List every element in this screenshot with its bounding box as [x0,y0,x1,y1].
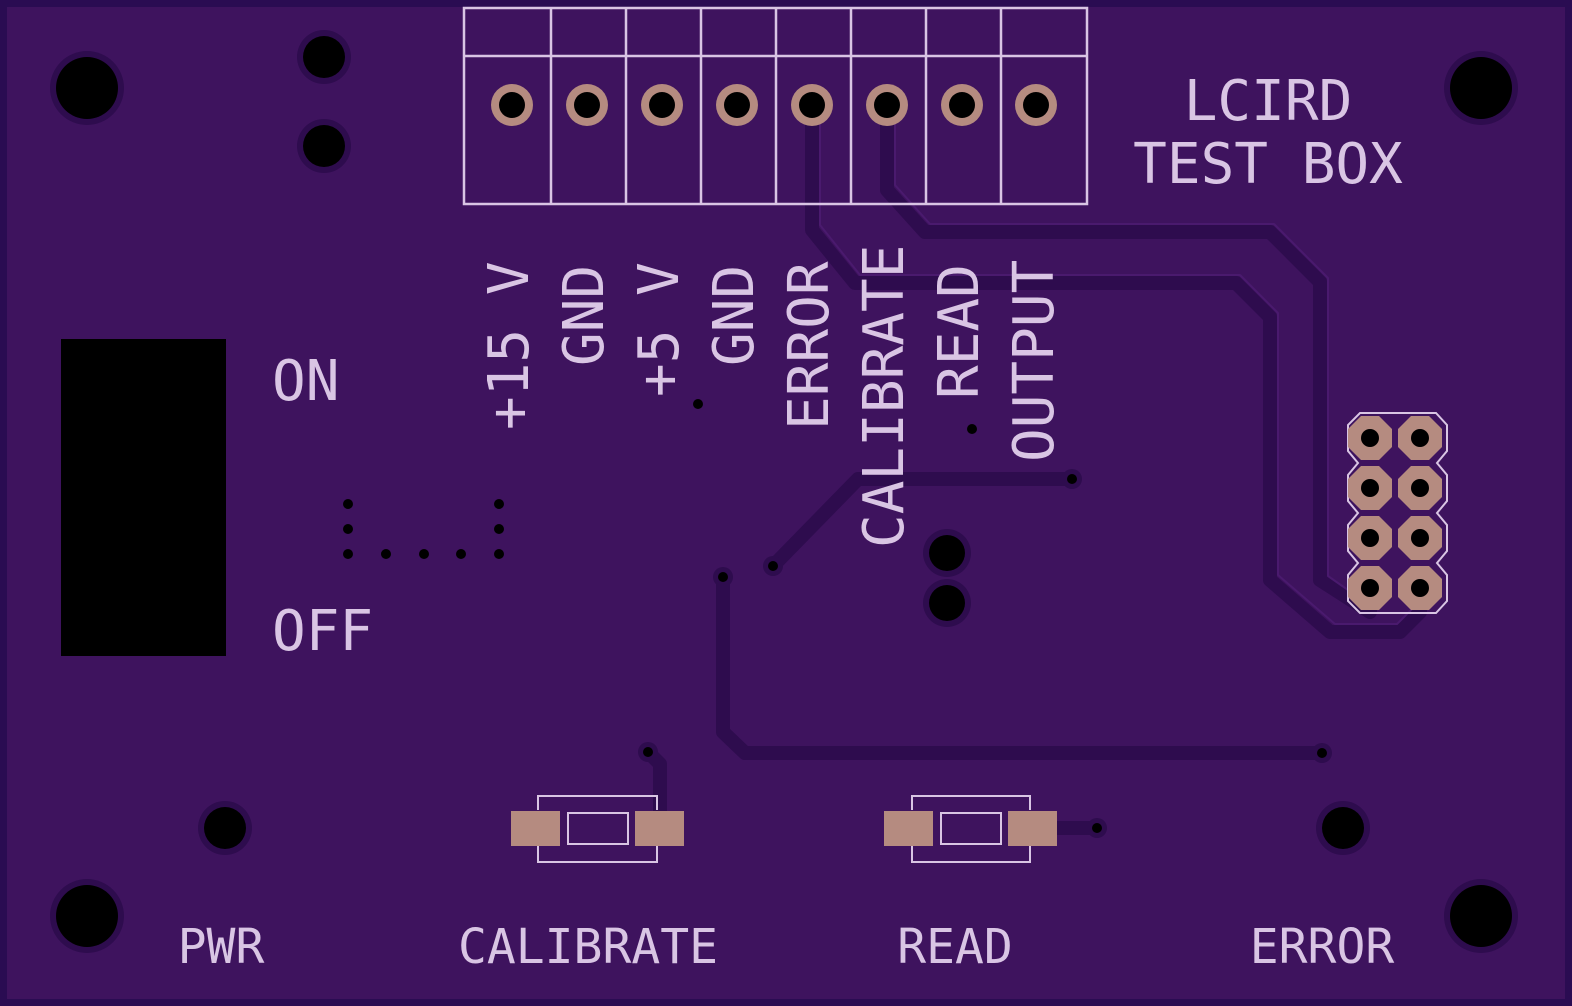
drill-hole [303,125,345,167]
switch-pin [343,524,353,534]
header-pad-hole [1361,579,1379,597]
terminal-pad-hole [1023,92,1049,118]
mounting-hole [56,57,118,119]
switch-pin [494,499,504,509]
trace-error-edge [819,105,1413,625]
terminal-label-gnd-2: GND [702,265,767,366]
terminal-label-error: ERROR [777,261,842,430]
led-read-pad-right [1008,811,1057,846]
via [1067,474,1077,484]
mounting-holes [50,51,1518,953]
mounting-hole [1450,57,1512,119]
pin-header [1347,412,1448,614]
led-read-footprint [884,795,1057,863]
power-switch[interactable] [61,339,226,656]
via [768,561,778,571]
terminal-pad-hole [949,92,975,118]
led-read-pad-left [884,811,933,846]
header-pad-hole [1361,529,1379,547]
switch-pin [343,549,353,559]
header-pad-hole [1411,479,1429,497]
header-pad-hole [1361,479,1379,497]
trace-read-led [716,570,1329,760]
terminal-label-15v: +15 V [477,261,542,430]
via [643,747,653,757]
switch-off-label: OFF [272,599,373,664]
switch-pin [494,549,504,559]
led-read-silk [911,795,1031,863]
switch-pins [343,499,504,559]
trace-error [805,98,1427,639]
trace-calibrate-edge [894,105,1369,605]
terminal-label-5v: +5 V [627,262,692,397]
switch-pin [343,499,353,509]
drill-hole [303,36,345,78]
header-pad-hole [1411,429,1429,447]
board-title-line1: LCIRD [1184,69,1353,134]
led-calibrate-footprint [511,795,684,863]
drill-hole [204,807,246,849]
switch-on-label: ON [272,349,339,414]
via [1092,823,1102,833]
header-pad-hole [1361,429,1379,447]
drill-hole [929,535,965,571]
via [718,572,728,582]
trace-edge-layer [819,105,1413,625]
terminal-pads [491,84,1057,126]
bottom-label-calibrate: CALIBRATE [458,919,718,975]
terminal-pad-hole [649,92,675,118]
drill-holes [198,30,1370,855]
terminal-label-calibrate: CALIBRATE [852,245,917,548]
terminal-pad-hole [499,92,525,118]
switch-pin [419,549,429,559]
bottom-label-pwr: PWR [178,919,265,975]
led-calibrate-silk [537,795,658,863]
terminal-pad-hole [874,92,900,118]
vias [638,399,1332,838]
led-calibrate-pad-left [511,811,560,846]
terminal-label-read: READ [927,264,992,399]
bottom-label-read: READ [897,919,1013,975]
header-pad-hole [1411,579,1429,597]
switch-pin [494,524,504,534]
silkscreen-text: LCIRD TEST BOX ON OFF +15 V GND +5 V GND… [178,69,1403,975]
terminal-label-gnd-1: GND [552,265,617,366]
mounting-hole [1450,885,1512,947]
terminal-pad-hole [724,92,750,118]
bottom-label-error: ERROR [1250,919,1395,975]
led-calibrate-body [567,812,629,845]
drill-hole [1322,807,1364,849]
drill-hole [929,585,965,621]
board-title-line2: TEST BOX [1133,132,1403,197]
terminal-label-output: OUTPUT [1002,260,1067,462]
terminal-block [462,6,1089,206]
terminal-pad-hole [799,92,825,118]
terminal-pad-hole [574,92,600,118]
trace-calibrate-led [766,472,1079,573]
switch-pin [456,549,466,559]
led-calibrate-pad-right [635,811,684,846]
led-read-body [940,812,1002,845]
mounting-hole [56,885,118,947]
via [693,399,703,409]
header-pad-hole [1411,529,1429,547]
via [967,424,977,434]
via [1317,748,1327,758]
switch-pin [381,549,391,559]
